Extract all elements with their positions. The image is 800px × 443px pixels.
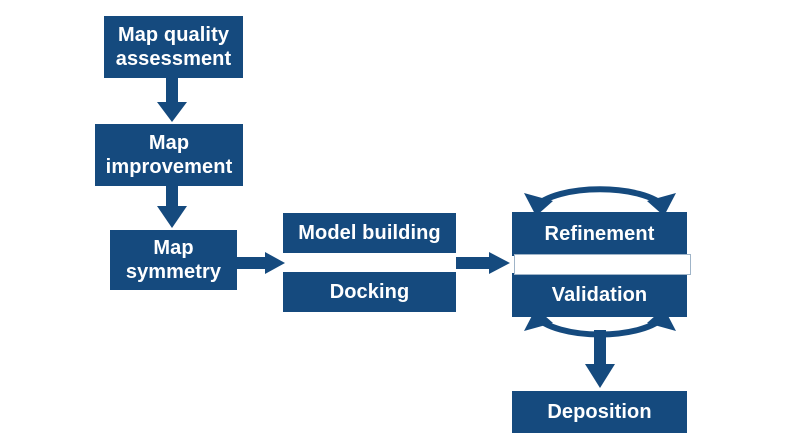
node-label-map-improvement: Map improvement bbox=[105, 131, 233, 178]
arc-refinement-validation-top bbox=[524, 186, 676, 216]
arrow-quality-to-improvement bbox=[157, 78, 187, 122]
node-label-refinement: Refinement bbox=[544, 222, 655, 245]
arrow-cycle-to-deposition bbox=[585, 330, 615, 388]
node-label-map-symmetry: Map symmetry bbox=[125, 236, 222, 283]
node-label-deposition: Deposition bbox=[547, 400, 652, 423]
node-model-building[interactable]: Model building bbox=[283, 213, 456, 253]
node-label-model-building: Model building bbox=[298, 221, 441, 244]
node-label-map-quality-assessment: Map quality assessment bbox=[115, 23, 232, 70]
arrow-improvement-to-symmetry bbox=[157, 186, 187, 228]
node-map-symmetry[interactable]: Map symmetry bbox=[110, 230, 237, 290]
node-map-quality-assessment[interactable]: Map quality assessment bbox=[104, 16, 243, 78]
node-map-improvement[interactable]: Map improvement bbox=[95, 124, 243, 186]
node-refinement[interactable]: Refinement bbox=[512, 212, 687, 256]
node-label-validation: Validation bbox=[551, 283, 648, 306]
arrow-building-to-refinement bbox=[456, 252, 510, 274]
node-docking[interactable]: Docking bbox=[283, 272, 456, 312]
node-label-docking: Docking bbox=[329, 280, 410, 303]
cycle-separator-band bbox=[514, 254, 691, 275]
node-deposition[interactable]: Deposition bbox=[512, 391, 687, 433]
node-validation[interactable]: Validation bbox=[512, 273, 687, 317]
arrow-symmetry-to-building bbox=[237, 252, 285, 274]
